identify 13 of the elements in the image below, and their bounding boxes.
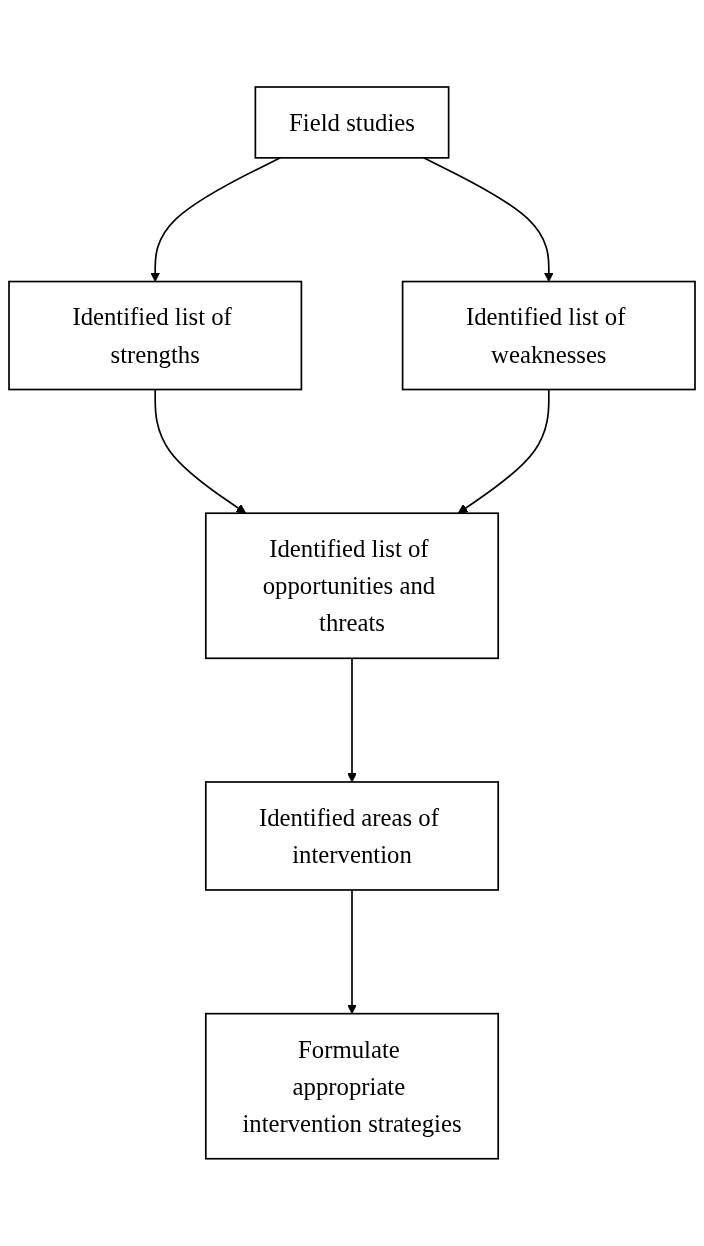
node-box <box>204 512 500 660</box>
node-box <box>204 781 500 891</box>
arrow <box>150 157 282 283</box>
node-box <box>8 280 303 391</box>
arrow <box>457 388 550 514</box>
node-box <box>401 280 696 391</box>
flowchart: Field studies Identified list of strengths Identified list of weaknesses Identified list of opportunities and threats Identified areas of intervention Formulate appropriate intervention strategies <box>0 78 704 1168</box>
arrow <box>422 157 554 283</box>
arrow <box>154 388 247 514</box>
node-box <box>254 86 450 159</box>
arrow <box>347 889 357 1015</box>
arrow <box>347 657 357 783</box>
node-box <box>204 1012 500 1160</box>
